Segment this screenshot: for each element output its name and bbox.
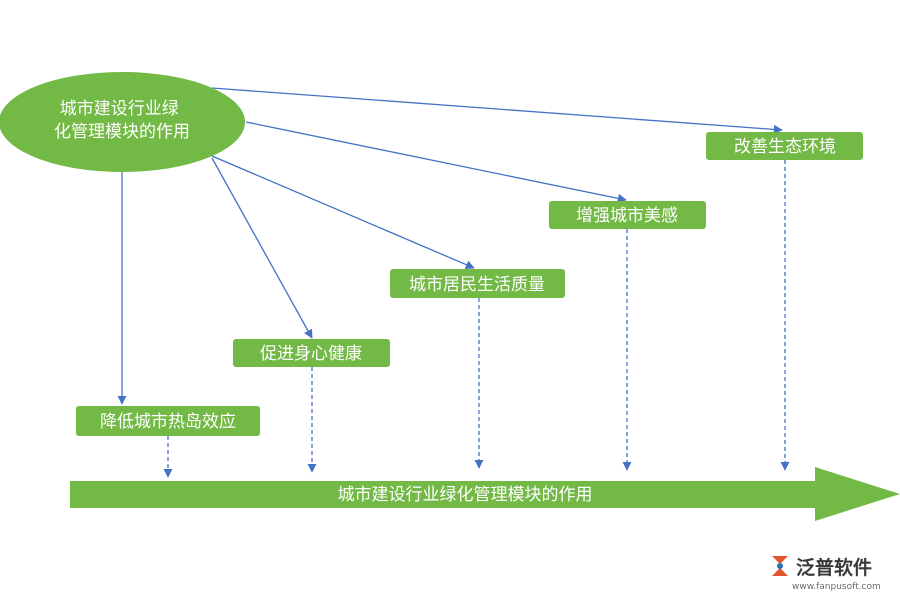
brand-logo: 泛普软件 www.fanpusoft.com bbox=[772, 556, 881, 592]
connector-health bbox=[211, 157, 313, 339]
effect-box-quality-bg bbox=[390, 269, 565, 298]
effect-box-beauty: 增强城市美感 bbox=[549, 201, 706, 229]
effect-box-health-bg bbox=[233, 339, 390, 367]
effect-label-ecology: 改善生态环境 bbox=[734, 137, 836, 157]
logo-name: 泛普软件 bbox=[796, 556, 872, 579]
effect-label-quality: 城市居民生活质量 bbox=[409, 275, 545, 295]
connector-ecology bbox=[211, 87, 783, 134]
logo-url: www.fanpusoft.com bbox=[792, 582, 881, 592]
effect-box-ecology-bg bbox=[706, 132, 863, 160]
timeline-arrow bbox=[70, 467, 900, 521]
connector-beauty bbox=[245, 121, 627, 203]
connectors bbox=[117, 87, 783, 405]
source-ellipse bbox=[0, 72, 245, 172]
source-label: 城市建设行业绿 化管理模块的作用 bbox=[54, 99, 190, 142]
effect-box-heat-bg bbox=[76, 406, 260, 436]
effect-label-health: 促进身心健康 bbox=[260, 344, 362, 364]
effect-box-health: 促进身心健康 bbox=[233, 339, 390, 367]
effect-box-heat: 降低城市热岛效应 bbox=[76, 406, 260, 436]
effect-box-ecology: 改善生态环境 bbox=[706, 132, 863, 160]
logo-icon bbox=[772, 556, 788, 576]
connector-quality bbox=[211, 155, 475, 269]
timeline-label: 城市建设行业绿化管理模块的作用 bbox=[338, 485, 593, 505]
effect-box-quality: 城市居民生活质量 bbox=[390, 269, 565, 298]
effect-label-beauty: 增强城市美感 bbox=[576, 206, 678, 226]
effect-label-heat: 降低城市热岛效应 bbox=[100, 412, 236, 432]
drop-lines bbox=[163, 160, 790, 478]
effect-box-beauty-bg bbox=[549, 201, 706, 229]
